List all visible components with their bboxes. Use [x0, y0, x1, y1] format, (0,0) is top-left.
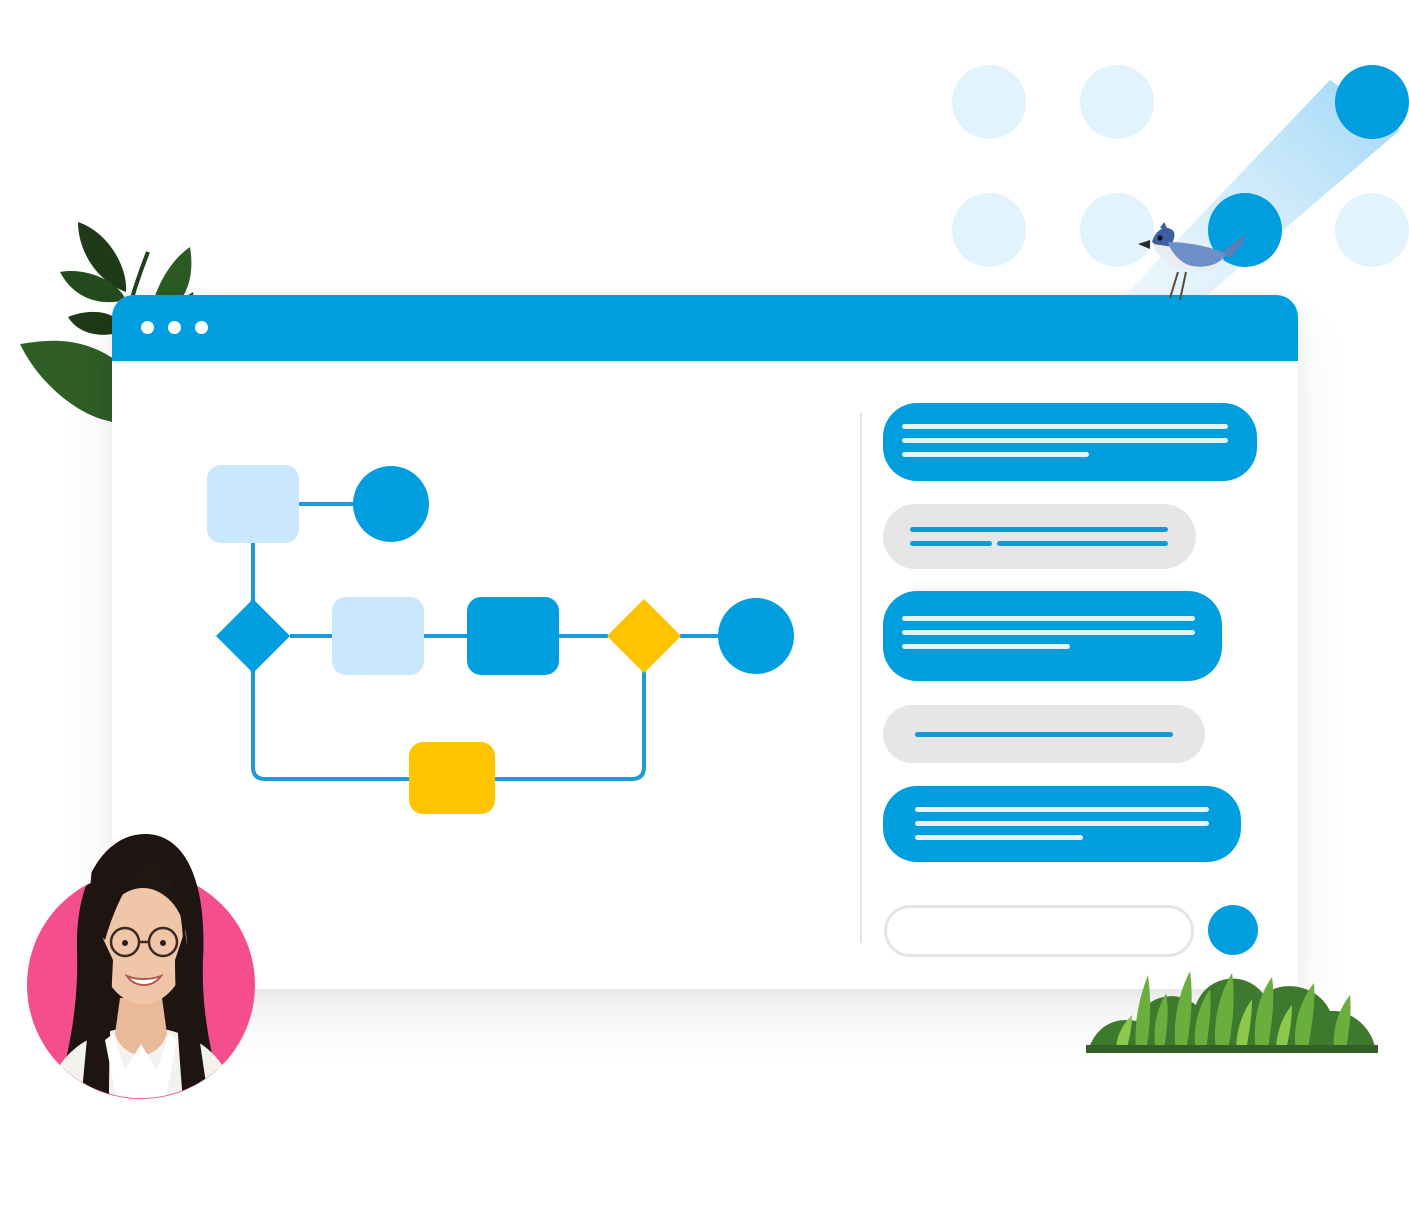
avatar-photo [27, 834, 255, 1099]
grass-bush-icon [1086, 971, 1378, 1053]
flow-decision-node [216, 599, 290, 673]
decor-dot [1080, 65, 1154, 139]
flow-terminal-node [718, 598, 794, 674]
window-control-dot[interactable] [168, 321, 181, 334]
flow-connector [494, 671, 646, 781]
send-dot-icon[interactable] [1208, 905, 1258, 955]
chat-message-outgoing [883, 591, 1222, 681]
flow-process-node [332, 597, 424, 675]
decor-dot [952, 65, 1026, 139]
flow-process-node [467, 597, 559, 675]
bird-icon [1138, 222, 1246, 301]
chat-message-outgoing [883, 403, 1257, 481]
flow-terminal-node [353, 466, 429, 542]
chat-message-input[interactable] [884, 905, 1194, 957]
decor-dot [1335, 193, 1409, 267]
flow-process-node [207, 465, 299, 543]
chat-message-incoming [883, 504, 1196, 569]
flow-connector [251, 671, 410, 781]
decor-dot [1335, 65, 1409, 139]
panel-divider [860, 413, 862, 943]
app-window [112, 295, 1298, 989]
flow-process-node [409, 742, 495, 814]
window-titlebar [112, 295, 1298, 361]
chat-message-incoming [883, 705, 1205, 763]
decor-dot [952, 193, 1026, 267]
window-control-dot[interactable] [195, 321, 208, 334]
decor-dot [1080, 193, 1154, 267]
flowchart-diagram [207, 465, 794, 814]
chat-message-outgoing [883, 786, 1241, 862]
window-control-dot[interactable] [141, 321, 154, 334]
flow-decision-node [607, 599, 681, 673]
